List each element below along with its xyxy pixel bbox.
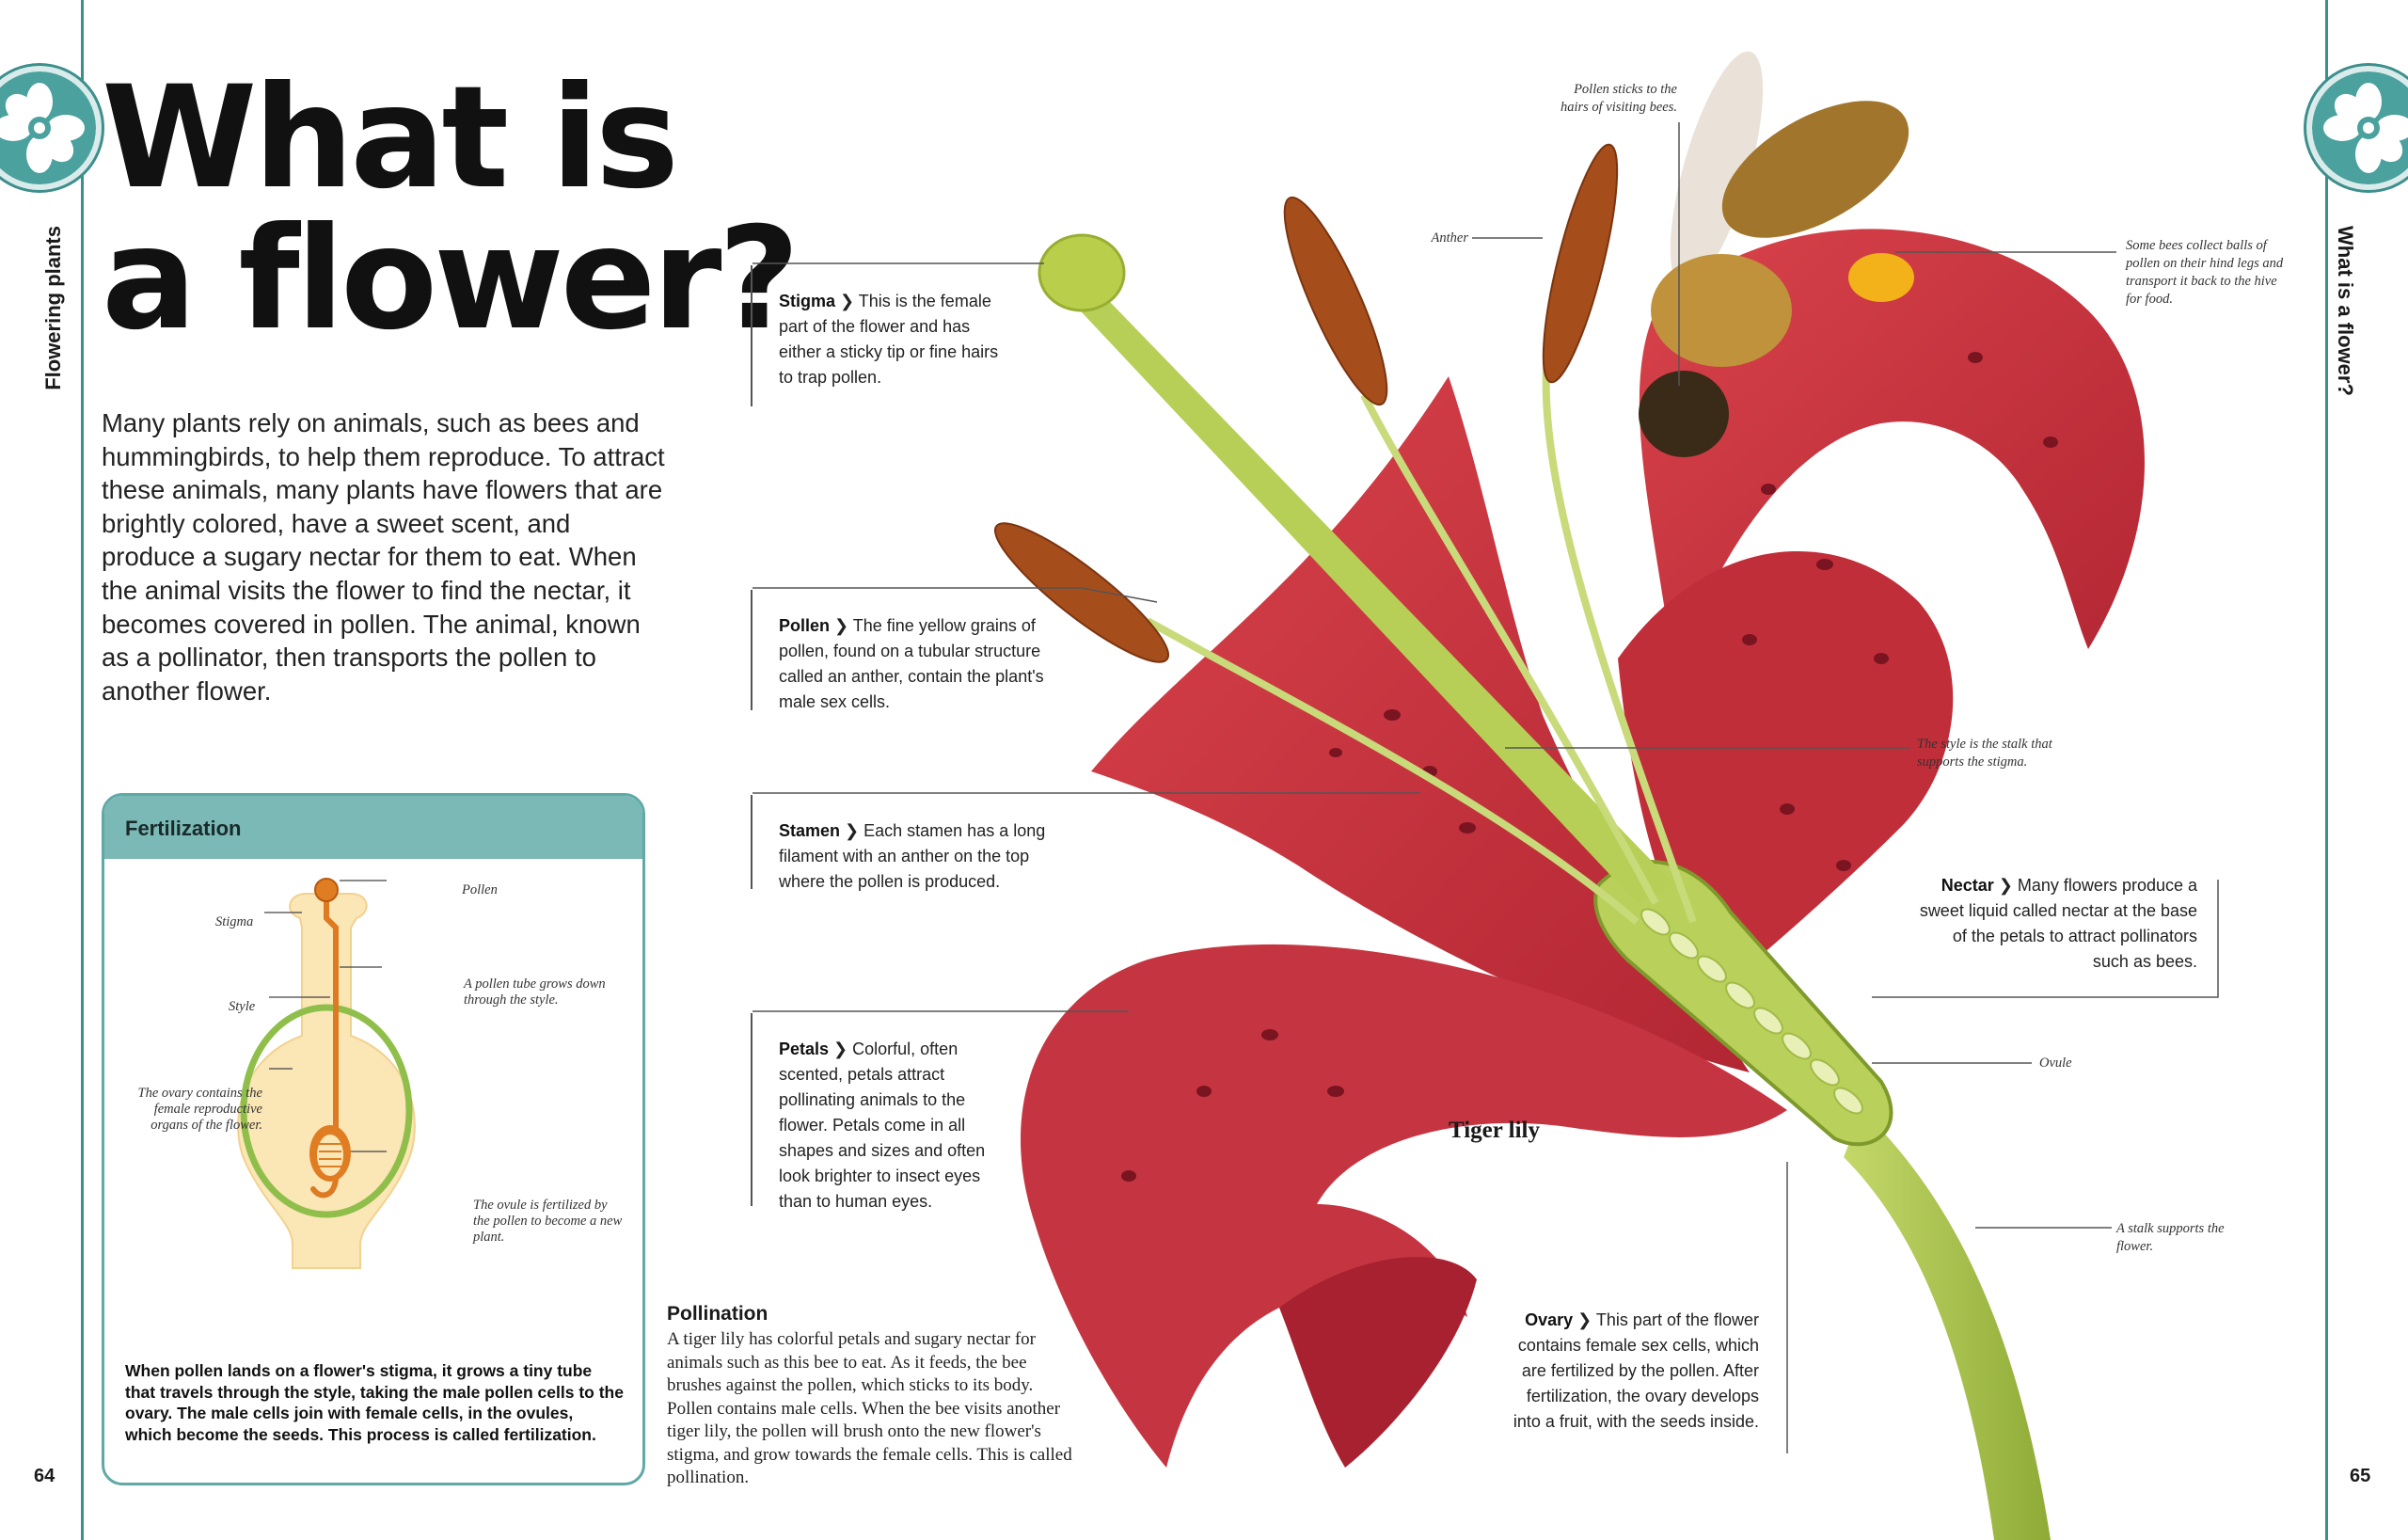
- fertilization-text: When pollen lands on a flower's stigma, …: [125, 1361, 624, 1444]
- ovary-callout: Ovary ❯ This part of the flower contains…: [1513, 1310, 1759, 1431]
- pollen-tube: [310, 895, 339, 1199]
- stamen-term: Stamen: [779, 821, 841, 840]
- flower-badge-icon: [0, 71, 96, 184]
- right-page-border: [2325, 0, 2328, 1540]
- fertilization-diagram: [237, 878, 416, 1269]
- diagram-label-stigma: Stigma: [215, 914, 254, 929]
- ovary-term: Ovary: [1525, 1310, 1574, 1329]
- bee-thorax: [1651, 254, 1792, 367]
- intro-paragraph: Many plants rely on animals, such as bee…: [102, 408, 665, 706]
- pollen-grain: [314, 878, 339, 902]
- style: [1054, 273, 1674, 903]
- pollen-callout-rule: [751, 590, 752, 710]
- ovule-cells: [319, 1143, 341, 1167]
- petals-term: Petals: [779, 1040, 830, 1058]
- pistil-shape: [237, 893, 416, 1269]
- stigma-term: Stigma: [779, 292, 836, 310]
- nectar-term: Nectar: [1941, 876, 1994, 895]
- diagram-label-pollen-tube: A pollen tube grows down through the sty…: [464, 976, 606, 1008]
- diagram-label-style: Style: [229, 999, 256, 1014]
- stamen-callout-rule: [751, 795, 752, 889]
- note-bees-collect: Some bees collect balls of pollen on the…: [2126, 238, 2284, 307]
- page-title: What is a flower?: [102, 68, 800, 350]
- petal-right: [1618, 550, 1954, 997]
- stigma-tip: [1038, 233, 1126, 312]
- stigma-callout: Stigma ❯ This is the female part of the …: [779, 292, 999, 387]
- flower-badge-icon: [2312, 71, 2408, 184]
- left-page-border: [81, 0, 84, 1540]
- flower-label: Tiger lily: [1449, 1118, 1540, 1143]
- note-anther: Anther: [1431, 230, 1468, 246]
- diagram-label-ovary: The ovary contains the female reproducti…: [137, 1086, 263, 1133]
- stamen-callout: Stamen ❯ Each stamen has a long filament…: [779, 821, 1046, 891]
- ovary-ring: [240, 1004, 413, 1218]
- fertilization-heading: Fertilization: [104, 796, 642, 859]
- stamen-desc: Each stamen has a long filament with an …: [779, 821, 1046, 891]
- left-section-tab: Flowering plants: [41, 226, 65, 390]
- flower-stalk: [1844, 1110, 2051, 1540]
- petal-left-upper: [1091, 376, 1750, 1072]
- ovary-desc: This part of the flower contains female …: [1513, 1310, 1759, 1431]
- left-page-number: 64: [34, 1466, 55, 1486]
- petal-upper-right: [1639, 229, 2145, 677]
- note-style-stalk: The style is the stalk that supports the…: [1917, 737, 2052, 770]
- ovule-inner: [317, 1135, 343, 1176]
- petal-tip: [1279, 1257, 1477, 1468]
- note-stalk: A stalk supports the flower.: [2116, 1221, 2225, 1254]
- ovules: [1640, 908, 1863, 1115]
- right-page-number: 65: [2350, 1466, 2371, 1486]
- bee-abdomen: [1721, 101, 1909, 238]
- petals-callout-rule: [751, 1013, 752, 1206]
- diagram-label-pollen: Pollen: [462, 882, 498, 897]
- diagram-leader-lines: [264, 880, 387, 1152]
- stamen-filaments: [1146, 319, 1697, 926]
- bee: [1639, 51, 1914, 457]
- pollination-text: A tiger lily has colorful petals and sug…: [667, 1329, 1072, 1487]
- right-section-tab: What is a flower?: [2334, 226, 2357, 396]
- pollen-term: Pollen: [779, 616, 831, 635]
- pollen-basket: [1848, 253, 1914, 302]
- stigma-desc: This is the female part of the flower an…: [779, 292, 999, 387]
- diagram-label-ovule: The ovule is fertilized by the pollen to…: [473, 1198, 623, 1245]
- page-title-line2: a flower?: [102, 198, 800, 361]
- pollination-title: Pollination: [667, 1303, 768, 1325]
- petals-desc: Colorful, often scented, petals attract …: [779, 1040, 986, 1211]
- nectar-desc: Many flowers produce a sweet liquid call…: [1919, 876, 2197, 971]
- nectar-callout: Nectar ❯ Many flowers produce a sweet li…: [1919, 876, 2197, 971]
- ovary-cross-section: [1593, 860, 1893, 1147]
- pollen-desc: The fine yellow grains of pollen, found …: [779, 616, 1044, 711]
- note-ovule: Ovule: [2039, 1056, 2072, 1071]
- page-title-line1: What is: [102, 56, 679, 220]
- petals-callout: Petals ❯ Colorful, often scented, petals…: [779, 1040, 986, 1211]
- fertilization-panel: Fertilization Pollen Stigma Style A poll…: [102, 793, 645, 1485]
- flower-badge-left: [0, 71, 96, 184]
- note-pollen-sticks: Pollen sticks to the hairs of visiting b…: [1560, 82, 1677, 115]
- bee-head: [1639, 371, 1729, 457]
- flower-badge-right: [2312, 71, 2408, 184]
- anthers: [993, 143, 1619, 663]
- pollen-callout: Pollen ❯ The fine yellow grains of polle…: [779, 616, 1044, 711]
- stigma-callout-rule: [751, 265, 752, 406]
